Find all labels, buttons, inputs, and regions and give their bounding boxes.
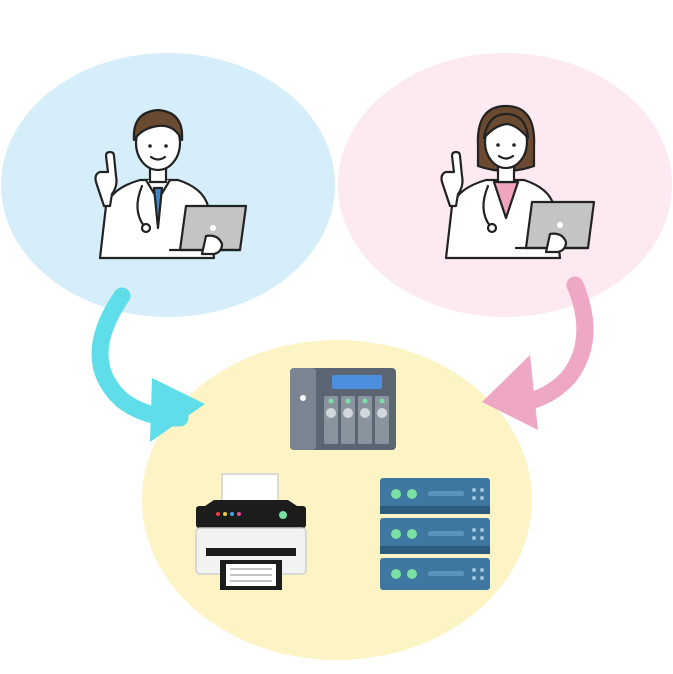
male-doctor-with-laptop-icon <box>94 108 248 260</box>
right-arrow-icon <box>482 276 594 430</box>
nas-storage-icon <box>290 368 396 450</box>
printer-icon <box>195 473 307 590</box>
rack-server-icon <box>380 478 490 590</box>
female-doctor-with-laptop-icon <box>440 104 596 260</box>
left-arrow-icon <box>91 287 205 442</box>
